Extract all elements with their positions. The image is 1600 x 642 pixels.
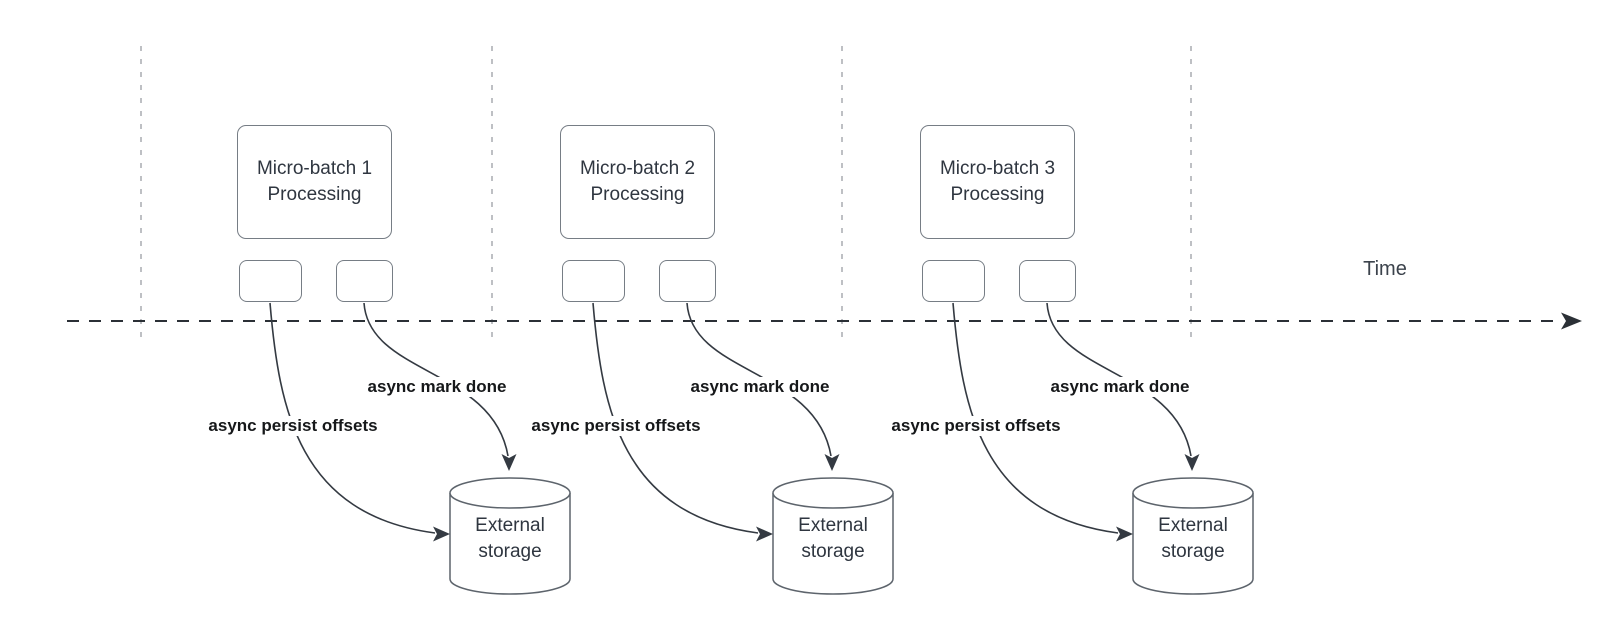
persist-offsets-arrow: [952, 302, 1119, 534]
microbatch-processing-node: Micro-batch 1 Processing: [237, 125, 392, 239]
mark-done-task-node: [336, 260, 393, 302]
persist-offsets-task-node: [562, 260, 625, 302]
mark-done-arrow: [1046, 302, 1192, 457]
microbatch-label-line1: Micro-batch 2: [579, 158, 696, 179]
microbatch-label-line1: Micro-batch 1: [256, 158, 373, 179]
mark-done-arrowhead-icon: [501, 454, 517, 471]
external-storage-label-line1: External: [1158, 515, 1228, 536]
persist-offsets-label: async persist offsets: [888, 416, 1064, 436]
persist-offsets-arrowhead-icon: [756, 526, 773, 542]
time-axis-label: Time: [1363, 258, 1407, 280]
external-storage-label: External storage: [1133, 492, 1253, 586]
microbatch-label-line1: Micro-batch 3: [939, 158, 1056, 179]
microbatch-section-3: Micro-batch 3 Processing async persist o…: [888, 0, 1262, 642]
mark-done-label: async mark done: [687, 377, 833, 397]
external-storage-cylinder: [1132, 477, 1254, 595]
external-storage-label-line2: storage: [478, 541, 542, 562]
external-storage-cylinder: [449, 477, 571, 595]
mark-done-label: async mark done: [364, 377, 510, 397]
persist-offsets-arrowhead-icon: [433, 526, 450, 542]
persist-offsets-arrowhead-icon: [1116, 526, 1133, 542]
external-storage-label-line1: External: [475, 515, 545, 536]
persist-offsets-task-node: [239, 260, 302, 302]
persist-offsets-label: async persist offsets: [528, 416, 704, 436]
microbatch-section-1: Micro-batch 1 Processing async persist o…: [205, 0, 579, 642]
mark-done-arrowhead-icon: [1184, 454, 1200, 471]
microbatch-label-line2: Processing: [267, 184, 362, 205]
persist-offsets-task-node: [922, 260, 985, 302]
section-art: [269, 302, 571, 595]
external-storage-label-line2: storage: [1161, 541, 1225, 562]
microbatch-processing-node: Micro-batch 2 Processing: [560, 125, 715, 239]
mark-done-arrow: [363, 302, 509, 457]
mark-done-label: async mark done: [1047, 377, 1193, 397]
external-storage-label: External storage: [450, 492, 570, 586]
persist-offsets-arrow: [592, 302, 759, 534]
mark-done-task-node: [1019, 260, 1076, 302]
mark-done-arrowhead-icon: [824, 454, 840, 471]
mark-done-task-node: [659, 260, 716, 302]
time-axis-arrowhead-icon: [1561, 312, 1582, 330]
persist-offsets-label: async persist offsets: [205, 416, 381, 436]
external-storage-label: External storage: [773, 492, 893, 586]
microbatch-label-line2: Processing: [590, 184, 685, 205]
external-storage-label-line2: storage: [801, 541, 865, 562]
section-art: [592, 302, 894, 595]
microbatch-label-line2: Processing: [950, 184, 1045, 205]
section-art: [952, 302, 1254, 595]
microbatch-section-2: Micro-batch 2 Processing async persist o…: [528, 0, 902, 642]
external-storage-label-line1: External: [798, 515, 868, 536]
microbatch-processing-node: Micro-batch 3 Processing: [920, 125, 1075, 239]
external-storage-cylinder: [772, 477, 894, 595]
persist-offsets-arrow: [269, 302, 436, 534]
mark-done-arrow: [686, 302, 832, 457]
